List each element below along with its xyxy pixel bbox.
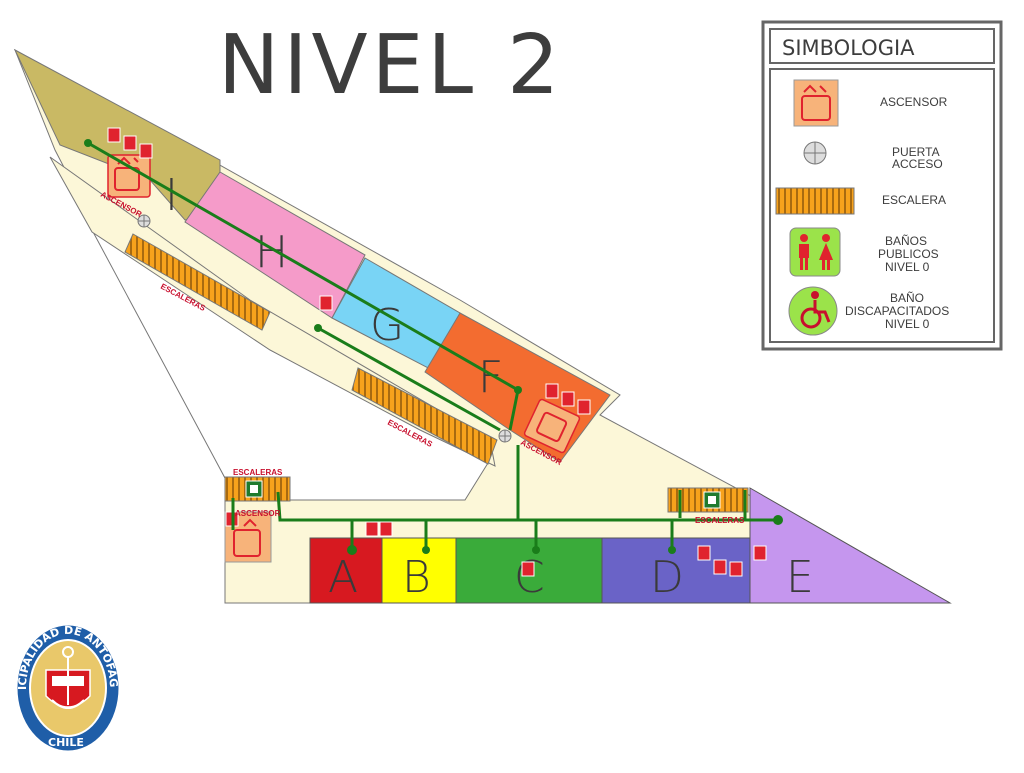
sector-c-label: C [514, 552, 545, 603]
accessible-restroom-icon [788, 286, 838, 336]
elevator-f [523, 398, 581, 454]
legend-elevator-label: ASCENSOR [880, 95, 948, 109]
sector-a-label: A [328, 552, 358, 603]
sector-e-label: E [786, 552, 814, 603]
sector-a [309, 537, 383, 604]
route-nodes [84, 139, 783, 555]
escaleras-label-left: ESCALERAS [233, 468, 283, 477]
sector-h-label: H [255, 227, 288, 278]
legend: SIMBOLOGIA ASCENSOR PUERTA ACCESO ESCALE… [761, 20, 1003, 351]
elevator-i [107, 154, 151, 198]
legend-restroom-label-3: NIVEL 0 [885, 260, 930, 274]
legend-accessible-label-3: NIVEL 0 [885, 317, 930, 331]
map-title: NIVEL 2 [218, 18, 563, 113]
sector-f-label: F [478, 352, 503, 403]
legend-door-label-1: PUERTA [892, 145, 940, 159]
public-restroom-icon [789, 227, 841, 277]
legend-title: SIMBOLOGIA [782, 36, 915, 60]
logo-country: CHILE [48, 736, 84, 749]
legend-accessible-label-1: BAÑO [890, 291, 924, 305]
access-door-i [137, 214, 151, 228]
legend-stairs-label: ESCALERA [882, 193, 946, 207]
sector-b [381, 537, 457, 604]
sector-d-label: D [650, 552, 684, 603]
fire-equipment-markers [107, 127, 767, 577]
ascensor-label-a: ASCENSOR [235, 509, 281, 518]
sector-i-label: I [165, 170, 178, 221]
access-door-f [498, 429, 512, 443]
exit-sign-left [245, 480, 263, 498]
legend-door-label-2: ACCESO [892, 157, 943, 171]
escaleras-label-right: ESCALERAS [695, 516, 745, 525]
legend-restroom-label-2: PUBLICOS [878, 247, 939, 261]
sector-e [749, 487, 952, 604]
stairs-icon [775, 187, 855, 215]
access-door-icon [803, 141, 827, 165]
middle-stairs [351, 367, 498, 465]
legend-accessible-label-2: DISCAPACITADOS [845, 304, 949, 318]
legend-restroom-label-1: BAÑOS [885, 234, 927, 248]
upper-stairs [124, 233, 271, 331]
exit-sign-right [703, 491, 721, 509]
sector-b-label: B [402, 552, 431, 603]
elevator-icon [793, 79, 839, 127]
